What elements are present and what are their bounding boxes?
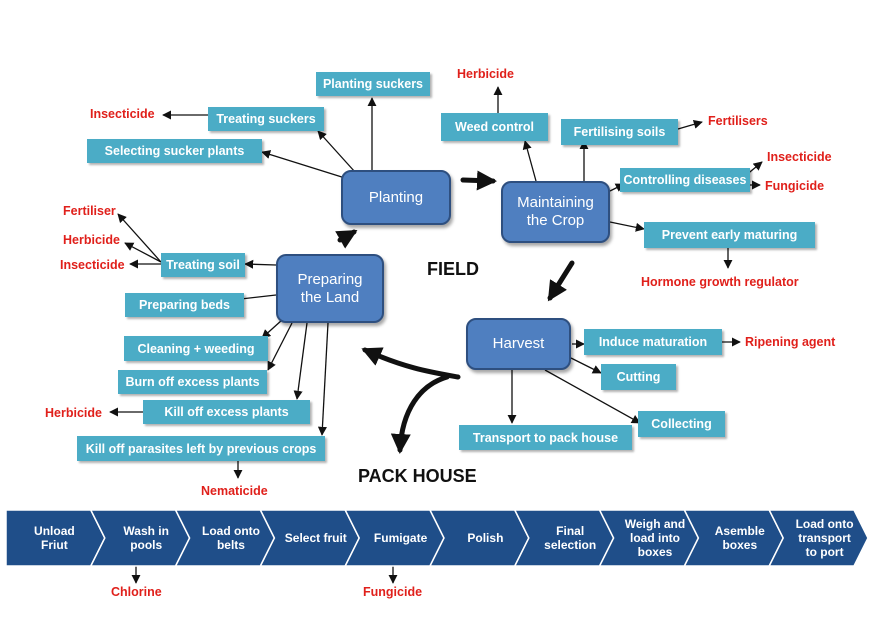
stage-planting-label: Planting [368, 188, 424, 206]
task-planting-suckers: Planting suckers [316, 72, 430, 96]
stage-harvest: Harvest [466, 318, 571, 370]
chem-insecticide-soil: Insecticide [60, 258, 125, 272]
task-kill-off-excess: Kill off excess plants [143, 400, 310, 424]
chem-chlorine: Chlorine [111, 585, 162, 599]
chem-herbicide-soil: Herbicide [63, 233, 120, 247]
pack-step-label: Load onto transport to port [795, 517, 854, 559]
chem-fungicide-fumigate: Fungicide [363, 585, 423, 599]
stage-maintaining: Maintaining the Crop [501, 181, 610, 243]
chem-insecticide-disease: Insecticide [767, 150, 832, 164]
task-selecting-sucker-plants: Selecting sucker plants [87, 139, 262, 163]
pack-step-label: Polish [467, 531, 504, 545]
pack-step-label: Load onto belts [201, 524, 260, 552]
chem-herbicide-kill: Herbicide [45, 406, 102, 420]
stage-preparing-label: Preparing the Land [297, 270, 363, 306]
chem-ripening-agent: Ripening agent [745, 335, 836, 349]
pack-step-chevron [767, 509, 869, 567]
pack-step-label: Select fruit [284, 531, 347, 545]
pack-step-label: Final selection [544, 524, 597, 552]
stage-planting: Planting [341, 170, 451, 225]
chem-insecticide-suckers: Insecticide [90, 107, 155, 121]
task-fertilising-soils: Fertilising soils [561, 119, 678, 145]
pack-step-label: Fumigate [373, 531, 428, 545]
task-collecting: Collecting [638, 411, 725, 437]
chem-herbicide-weed: Herbicide [457, 67, 514, 81]
task-prevent-early-maturing: Prevent early maturing [644, 222, 815, 248]
task-induce-maturation: Induce maturation [584, 329, 722, 355]
zone-pack-house-label: PACK HOUSE [358, 466, 477, 486]
chem-fungicide-disease: Fungicide [765, 179, 825, 193]
task-treating-suckers: Treating suckers [208, 107, 324, 131]
task-transport-pack-house: Transport to pack house [459, 425, 632, 450]
stage-maintaining-label: Maintaining the Crop [517, 194, 594, 229]
task-kill-off-parasites: Kill off parasites left by previous crop… [77, 436, 325, 461]
pack-step-label: Asemble boxes [714, 524, 765, 552]
chem-fertiliser-soil: Fertiliser [63, 204, 116, 218]
pack-step-label: Wash in pools [123, 524, 169, 552]
stage-harvest-label: Harvest [492, 335, 545, 352]
task-weed-control: Weed control [441, 113, 548, 141]
stage-preparing: Preparing the Land [276, 254, 384, 323]
chem-hormone-growth-regulator: Hormone growth regulator [641, 275, 799, 289]
task-preparing-beds: Preparing beds [125, 293, 244, 317]
chem-fertilisers: Fertilisers [708, 114, 768, 128]
pack-step-label: Unload Friut [34, 524, 75, 552]
task-cutting: Cutting [601, 364, 676, 390]
zone-field-label: FIELD [427, 259, 479, 279]
task-treating-soil: Treating soil [161, 253, 245, 277]
task-controlling-diseases: Controlling diseases [620, 168, 750, 192]
task-cleaning-weeding: Cleaning + weeding [124, 336, 268, 361]
chem-nematicide: Nematicide [201, 484, 268, 498]
pack-step-label: Weigh and load into boxes [624, 517, 686, 559]
task-burn-off-excess: Burn off excess plants [118, 370, 267, 394]
